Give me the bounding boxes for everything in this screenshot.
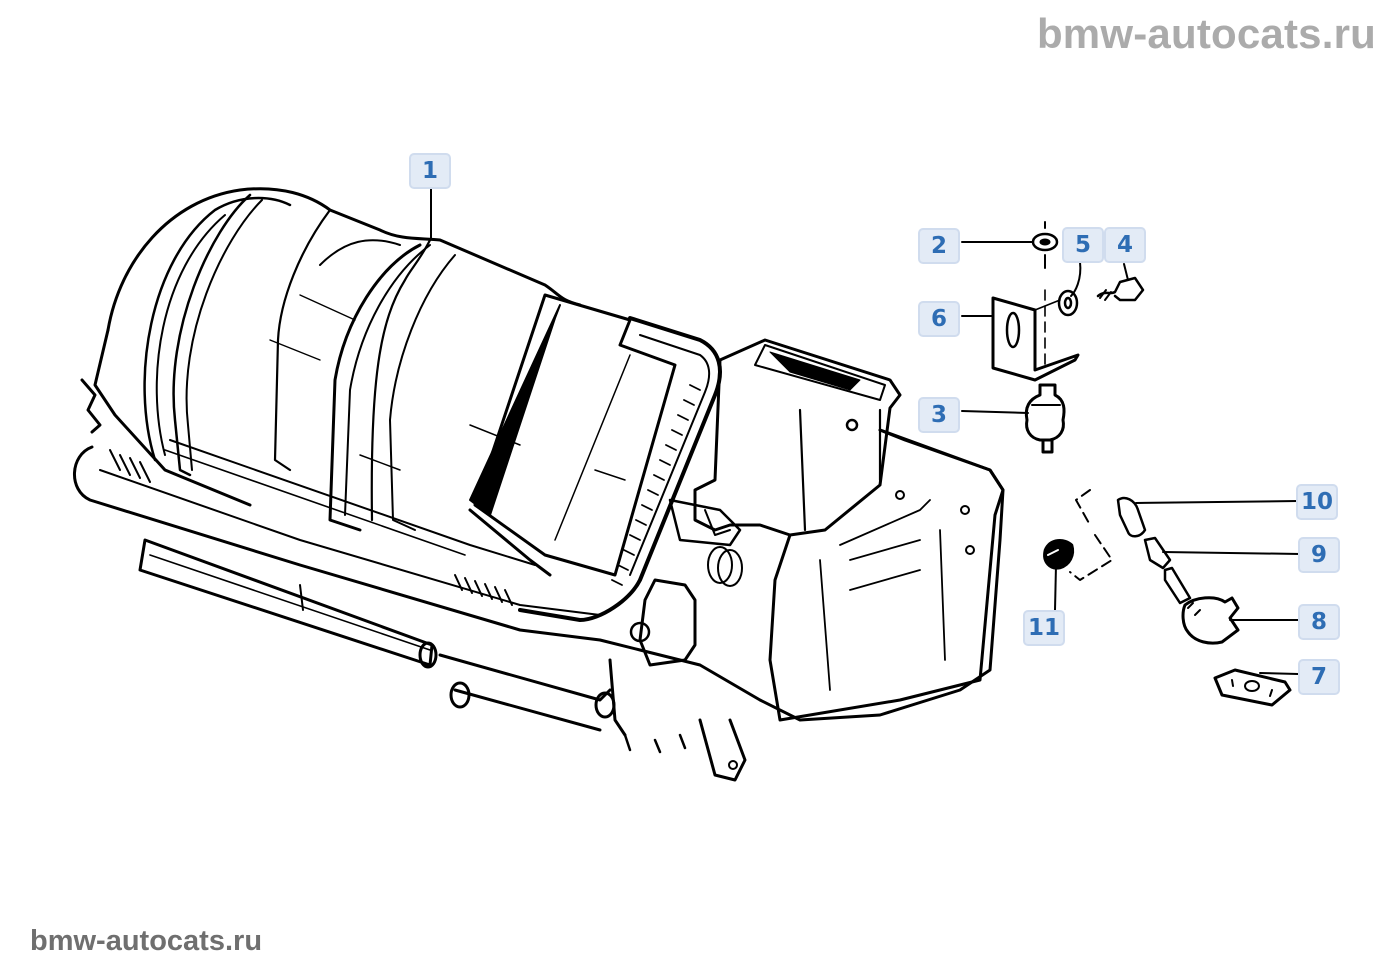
dashed-bracket <box>1069 489 1113 581</box>
callout-7[interactable]: 7 <box>1298 659 1340 695</box>
part-7-plate <box>1213 668 1292 707</box>
housing-base-tray <box>73 428 1005 722</box>
leader-line-11 <box>1054 564 1057 611</box>
strap-1 <box>172 193 252 477</box>
callout-4[interactable]: 4 <box>1104 227 1146 263</box>
part-6-bracket <box>991 296 1080 382</box>
watermark-bottom: bmw-autocats.ru <box>30 925 263 957</box>
part-10-sensor <box>1116 496 1147 538</box>
callout-8[interactable]: 8 <box>1298 604 1340 640</box>
sensor-parts <box>1043 489 1292 707</box>
part-4-bolt <box>1096 276 1145 302</box>
callout-9[interactable]: 9 <box>1298 537 1340 573</box>
watermark-top: bmw-autocats.ru <box>1036 10 1376 57</box>
strap-2 <box>273 208 332 472</box>
leader-line-10 <box>1135 500 1299 504</box>
leader-line-5 <box>1070 261 1082 297</box>
callout-11[interactable]: 11 <box>1023 610 1065 646</box>
blower-drum-left <box>106 187 582 332</box>
callout-1[interactable]: 1 <box>409 153 451 189</box>
heater-housing <box>73 187 1005 782</box>
blower-drum-right <box>328 243 422 532</box>
leader-line-7 <box>1259 672 1299 675</box>
leader-line-3 <box>961 410 1029 414</box>
part-9-tube <box>1143 536 1192 605</box>
heater-valve <box>638 578 697 667</box>
leader-line-9 <box>1162 551 1301 555</box>
callout-6[interactable]: 6 <box>918 301 960 337</box>
left-clip <box>80 378 102 434</box>
callout-10[interactable]: 10 <box>1296 484 1338 520</box>
part-8-connector <box>1181 596 1240 645</box>
lower-rail <box>138 538 434 667</box>
callout-5[interactable]: 5 <box>1062 227 1104 263</box>
lower-housing-right <box>768 428 1005 722</box>
radiator-frame <box>518 316 722 622</box>
leader-line-4 <box>1123 263 1129 281</box>
callout-3[interactable]: 3 <box>918 397 960 433</box>
callout-2[interactable]: 2 <box>918 228 960 264</box>
mounting-hardware <box>991 221 1145 454</box>
part-11-plug <box>1043 539 1075 570</box>
part-3-rubber-mount <box>1024 383 1066 442</box>
part-5-washer <box>1057 289 1079 317</box>
leader-lines <box>961 241 1301 675</box>
